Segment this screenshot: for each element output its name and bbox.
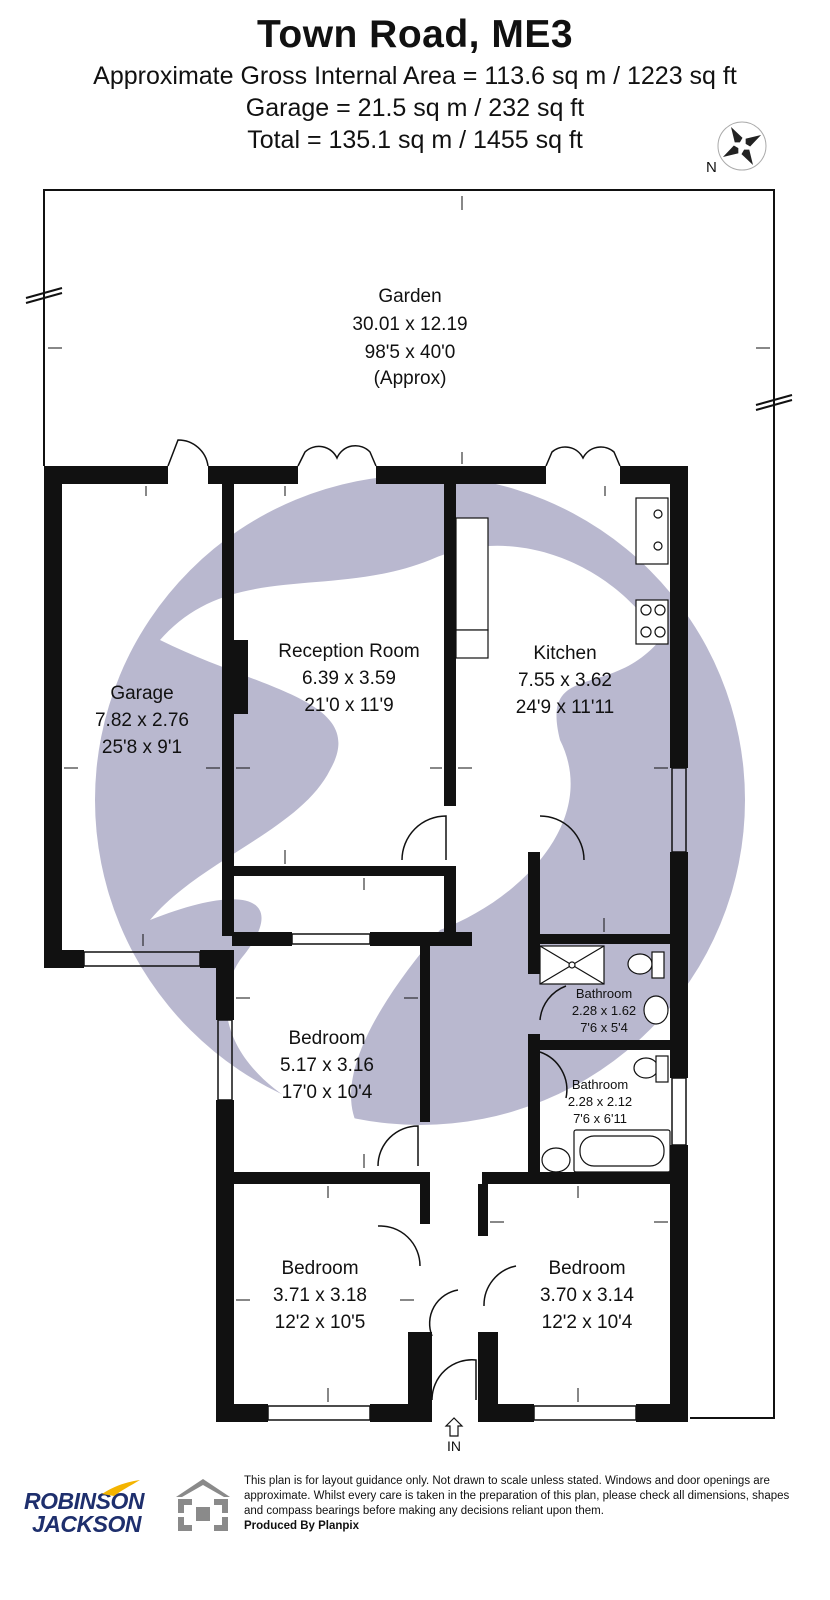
fixtures	[455, 497, 671, 1173]
brand-line-2: JACKSON	[32, 1511, 141, 1537]
toilet-icon	[633, 1057, 659, 1079]
bedroom3-metric: 3.70 x 3.14	[540, 1285, 634, 1306]
sink-icon	[635, 497, 669, 565]
kitchen-name: Kitchen	[533, 643, 596, 664]
walls	[44, 466, 688, 1422]
disclaimer-block: This plan is for layout guidance only. N…	[244, 1474, 804, 1534]
doors	[167, 439, 621, 1401]
bedroom1-name: Bedroom	[288, 1028, 365, 1049]
entrance-arrow-icon	[444, 1417, 464, 1437]
bathroom2-imperial: 7'6 x 6'11	[573, 1111, 627, 1126]
windows	[83, 767, 687, 1421]
compass-north-label: N	[706, 159, 717, 176]
bedroom3-name: Bedroom	[548, 1258, 625, 1279]
plan-header: Town Road, ME3 Approximate Gross Interna…	[0, 0, 830, 156]
produced-by-text: Produced By Planpix	[244, 1520, 360, 1532]
bedroom3-imperial: 12'2 x 10'4	[542, 1312, 633, 1333]
kitchen-imperial: 24'9 x 11'11	[516, 697, 614, 718]
kitchen-metric: 7.55 x 3.62	[518, 670, 612, 691]
garden-metric: 30.01 x 12.19	[352, 314, 467, 335]
reception-name: Reception Room	[278, 641, 420, 662]
garage-area-line: Garage = 21.5 sq m / 232 sq ft	[245, 94, 585, 122]
basin-icon	[643, 995, 669, 1025]
robinson-jackson-logo-icon: ROBINSON JACKSON	[24, 1480, 154, 1537]
dimension-marks	[48, 196, 770, 1402]
basin-icon	[541, 1147, 571, 1173]
page-title: Town Road, ME3	[256, 13, 574, 56]
disclaimer-text: This plan is for layout guidance only. N…	[244, 1475, 790, 1517]
bathroom2-metric: 2.28 x 2.12	[568, 1094, 632, 1109]
bedroom2-imperial: 12'2 x 10'5	[275, 1312, 366, 1333]
bathroom1-metric: 2.28 x 1.62	[572, 1003, 636, 1018]
bedroom2-metric: 3.71 x 3.18	[273, 1285, 367, 1306]
garden-imperial: 98'5 x 40'0	[365, 342, 456, 363]
bathroom1-name: Bathroom	[576, 986, 632, 1001]
reception-metric: 6.39 x 3.59	[302, 668, 396, 689]
bedroom1-metric: 5.17 x 3.16	[280, 1055, 374, 1076]
garage-imperial: 25'8 x 9'1	[102, 737, 182, 758]
bathroom2-name: Bathroom	[572, 1077, 628, 1092]
planpix-logo-icon	[176, 1479, 230, 1531]
garden-name: Garden	[378, 286, 441, 307]
garden-note: (Approx)	[374, 368, 447, 389]
entrance-label: IN	[447, 1438, 461, 1454]
garage-metric: 7.82 x 2.76	[95, 710, 189, 731]
bedroom2-name: Bedroom	[281, 1258, 358, 1279]
gross-area-line: Approximate Gross Internal Area = 113.6 …	[93, 62, 737, 90]
bathroom1-imperial: 7'6 x 5'4	[580, 1020, 628, 1035]
garden-boundary	[25, 189, 793, 1419]
garage-name: Garage	[110, 683, 173, 704]
swallow-icon	[102, 1480, 140, 1496]
total-area-line: Total = 135.1 sq m / 1455 sq ft	[247, 126, 583, 154]
bedroom1-imperial: 17'0 x 10'4	[282, 1082, 373, 1103]
compass-icon	[717, 121, 767, 171]
reception-imperial: 21'0 x 11'9	[304, 695, 393, 716]
toilet-icon	[627, 953, 653, 975]
